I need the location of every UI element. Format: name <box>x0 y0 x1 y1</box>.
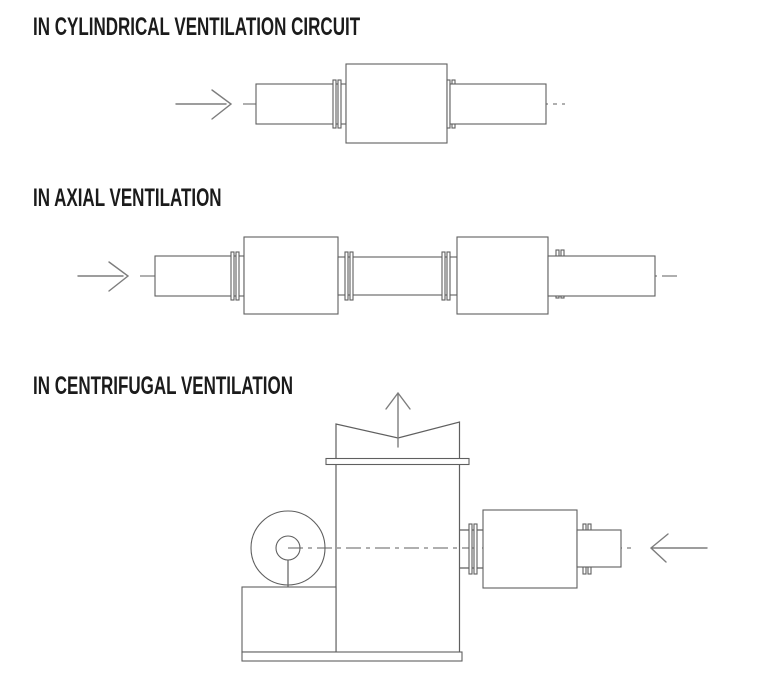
exhaust-stack <box>335 421 461 652</box>
inlet-flow-arrow-icon <box>175 89 233 120</box>
inlet-silencer-box <box>482 509 578 589</box>
stack-flange-collar <box>325 457 470 466</box>
motor-pedestal-base <box>241 586 337 653</box>
outlet-duct <box>547 255 656 297</box>
axial-ventilation-diagram <box>77 236 677 315</box>
inlet-flow-arrow-icon <box>77 261 130 292</box>
outlet-flow-arrow-up-icon <box>385 391 411 448</box>
outlet-duct <box>449 83 547 125</box>
cylindrical-circuit-diagram <box>175 63 565 144</box>
inlet-flow-arrow-left-icon <box>649 533 708 563</box>
silencer-unit-box-2 <box>456 236 549 315</box>
inlet-duct <box>576 529 622 568</box>
silencer-unit-box <box>345 63 448 144</box>
flange-2 <box>344 251 354 301</box>
connecting-duct <box>337 256 458 296</box>
section-title-centrifugal: IN CENTRIFUGAL VENTILATION <box>33 372 294 400</box>
section-title-axial: IN AXIAL VENTILATION <box>33 184 222 212</box>
flange-3 <box>441 251 451 301</box>
flange-1 <box>230 251 240 301</box>
base-plate <box>241 651 463 662</box>
section-title-cylindrical: IN CYLINDRICAL VENTILATION CIRCUIT <box>33 13 361 41</box>
inlet-duct <box>255 83 347 125</box>
silencer-unit-box-1 <box>243 236 339 315</box>
flange-inner <box>468 523 478 575</box>
inlet-flange <box>332 79 342 129</box>
centrifugal-ventilation-diagram <box>241 391 708 662</box>
